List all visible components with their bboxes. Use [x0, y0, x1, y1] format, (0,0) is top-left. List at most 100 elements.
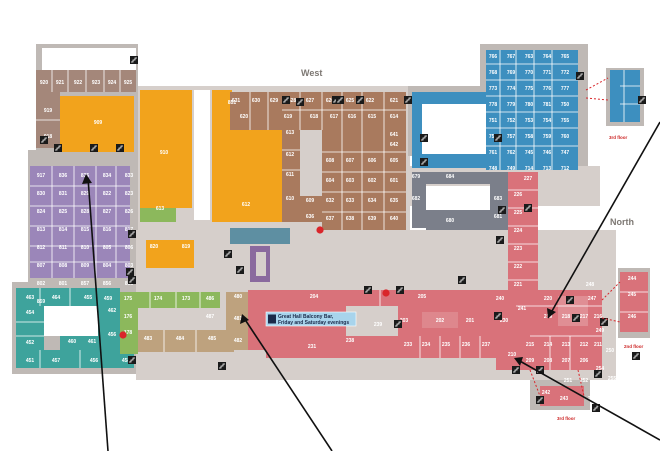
room-number: 810 — [81, 245, 90, 251]
room-number: 765 — [561, 54, 570, 60]
room-number: 920 — [40, 80, 49, 86]
room-number: 820 — [150, 244, 159, 250]
room-number: 917 — [37, 173, 46, 179]
room-number: 461 — [88, 339, 97, 345]
room-number: 614 — [390, 114, 399, 120]
room-number: 830 — [37, 191, 46, 197]
room-number: 227 — [524, 176, 533, 182]
room-number: 760 — [561, 134, 570, 140]
room-number: 238 — [346, 338, 355, 344]
room-number: 770 — [525, 70, 534, 76]
room-number: 254 — [596, 366, 605, 372]
room-number: 250 — [606, 348, 615, 354]
room-number: 752 — [507, 118, 516, 124]
room-number: 779 — [507, 102, 516, 108]
room-number: 922 — [74, 80, 83, 86]
stairs-icon — [572, 314, 580, 322]
room-number: 859 — [37, 299, 46, 305]
room-number: 619 — [284, 114, 293, 120]
room-number: 682 — [412, 196, 421, 202]
stairs-icon — [632, 352, 640, 360]
stairs-icon — [296, 98, 304, 106]
room-number: 631 — [232, 98, 241, 104]
room-number: 767 — [507, 54, 516, 60]
pink-wing — [248, 172, 648, 406]
room-number: 780 — [525, 102, 534, 108]
stairs-icon — [224, 250, 232, 258]
room-number: 803 — [125, 263, 134, 269]
room-number: 451 — [26, 358, 35, 364]
room-number: 456 — [108, 332, 117, 338]
room-number: 633 — [346, 198, 355, 204]
room-number: 241 — [518, 306, 527, 312]
room-number: 249 — [596, 328, 605, 334]
room-number: 748 — [489, 166, 498, 172]
room-number: 463 — [26, 295, 35, 301]
room-number: 805 — [103, 245, 112, 251]
stairs-icon — [600, 318, 608, 326]
room-number: 216 — [594, 314, 603, 320]
room-number: 485 — [208, 336, 217, 342]
floor-label-3: 3rd floor — [557, 416, 575, 421]
stairs-icon — [54, 144, 62, 152]
room-number: 762 — [507, 150, 516, 156]
room-number: 173 — [182, 296, 191, 302]
stairs-icon — [128, 356, 136, 364]
room-number: 771 — [543, 70, 552, 76]
stairs-icon — [524, 204, 532, 212]
room-number: 833 — [125, 173, 134, 179]
room-number: 464 — [52, 295, 61, 301]
room-number: 824 — [37, 209, 46, 215]
stairs-icon — [420, 158, 428, 166]
room-number: 245 — [628, 292, 637, 298]
room-number: 462 — [108, 308, 117, 314]
info-marker-icon — [382, 289, 390, 297]
room-number: 764 — [543, 54, 552, 60]
room-number: 220 — [544, 296, 553, 302]
room-number: 826 — [125, 209, 134, 215]
room-number: 231 — [308, 344, 317, 350]
room-number: 208 — [544, 358, 553, 364]
wing-label-north: North — [610, 217, 634, 227]
green-tan-wing — [120, 292, 248, 354]
room-number: 754 — [543, 118, 552, 124]
stairs-icon — [536, 396, 544, 404]
stairs-icon — [594, 370, 602, 378]
room-number: 807 — [37, 263, 46, 269]
stairs-icon — [592, 404, 600, 412]
room-number: 616 — [348, 114, 357, 120]
stairs-icon — [128, 230, 136, 238]
room-number: 923 — [92, 80, 101, 86]
room-number: 615 — [368, 114, 377, 120]
stairs-icon — [396, 286, 404, 294]
stairs-icon — [494, 134, 502, 142]
room-number: 801 — [59, 281, 68, 287]
callout-line1: Great Hall Balcony Bar, — [278, 314, 334, 320]
stairs-icon — [126, 268, 134, 276]
room-number: 235 — [442, 342, 451, 348]
room-number: 745 — [525, 150, 534, 156]
room-number: 209 — [526, 358, 535, 364]
room-number: 768 — [489, 70, 498, 76]
room-number: 746 — [543, 150, 552, 156]
room-number: 457 — [52, 358, 61, 364]
room-number: 459 — [104, 296, 113, 302]
room-number: 638 — [346, 216, 355, 222]
room-number: 816 — [103, 227, 112, 233]
room-number: 252 — [580, 378, 589, 384]
callout-line2: Friday and Saturday evenings — [278, 320, 349, 326]
room-number: 217 — [580, 314, 589, 320]
room-number: 215 — [526, 342, 535, 348]
room-number: 804 — [103, 263, 112, 269]
stairs-icon — [458, 276, 466, 284]
room-number: 212 — [580, 342, 589, 348]
room-number: 763 — [525, 54, 534, 60]
room-number: 828 — [81, 209, 90, 215]
room-number: 211 — [594, 342, 602, 348]
room-number: 626 — [326, 98, 335, 104]
room-number: 244 — [628, 276, 637, 282]
stairs-icon — [576, 72, 584, 80]
room-number: 176 — [124, 314, 133, 320]
room-number: 639 — [368, 216, 377, 222]
room-number: 486 — [206, 296, 215, 302]
